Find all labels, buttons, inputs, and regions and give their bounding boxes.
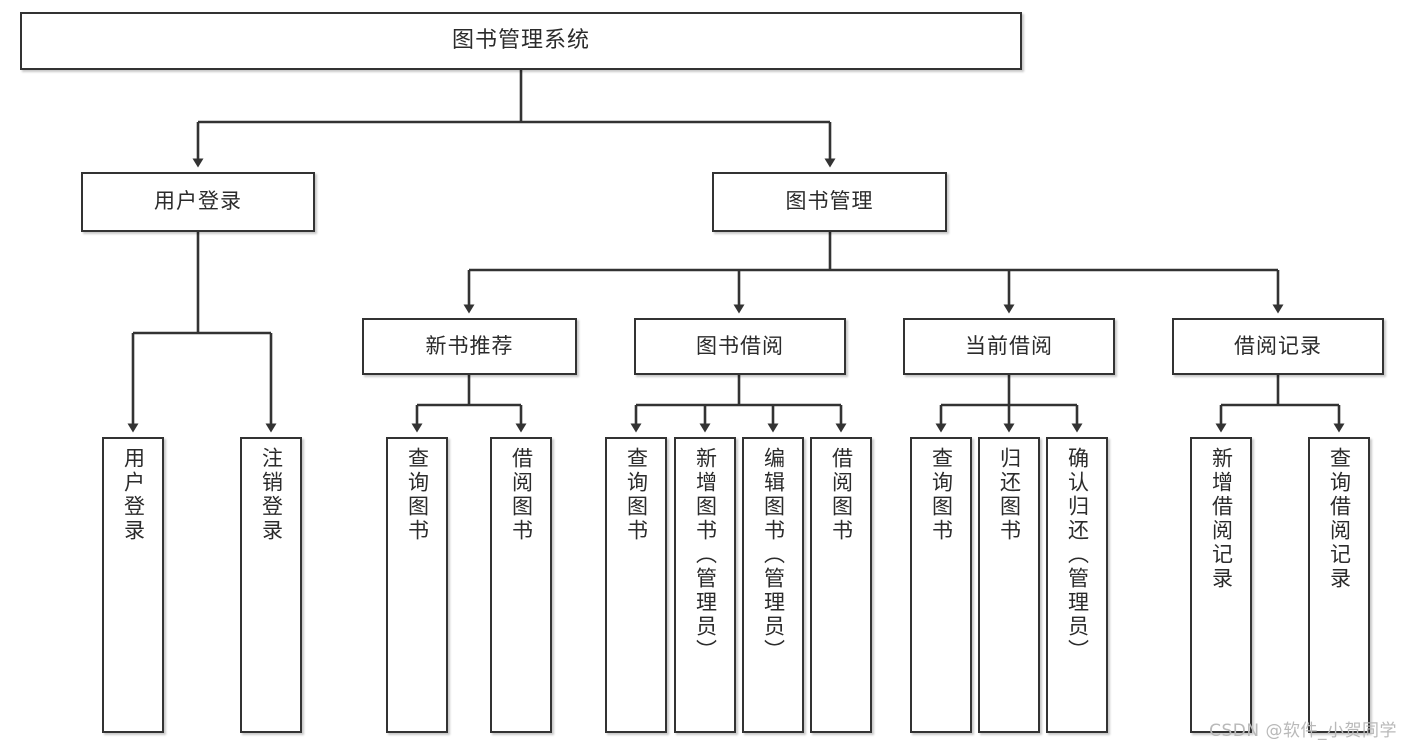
node-leaf-book-borrow-0[interactable]: 查询图书 — [605, 437, 667, 733]
node-leaf-book-borrow-1-label: 新增图书（管理员） — [693, 447, 718, 663]
node-leaf-borrow-record-1-label: 查询借阅记录 — [1327, 447, 1352, 591]
node-leaf-new-book-1[interactable]: 借阅图书 — [490, 437, 552, 733]
node-leaf-new-book-1-label: 借阅图书 — [509, 447, 534, 543]
node-leaf-book-borrow-3-label: 借阅图书 — [829, 447, 854, 543]
node-borrow-record-label: 借阅记录 — [1234, 333, 1322, 358]
node-leaf-borrow-record-1[interactable]: 查询借阅记录 — [1308, 437, 1370, 733]
node-current-borrow[interactable]: 当前借阅 — [903, 318, 1115, 375]
node-leaf-book-borrow-0-label: 查询图书 — [624, 447, 649, 543]
node-leaf-new-book-0[interactable]: 查询图书 — [386, 437, 448, 733]
node-leaf-current-borrow-1-label: 归还图书 — [997, 447, 1022, 543]
node-leaf-borrow-record-0[interactable]: 新增借阅记录 — [1190, 437, 1252, 733]
node-book-management[interactable]: 图书管理 — [712, 172, 947, 232]
node-current-borrow-label: 当前借阅 — [965, 333, 1053, 358]
node-user-login-label: 用户登录 — [154, 189, 242, 214]
node-leaf-book-borrow-3[interactable]: 借阅图书 — [810, 437, 872, 733]
node-leaf-borrow-record-0-label: 新增借阅记录 — [1209, 447, 1234, 591]
node-leaf-user-login-0[interactable]: 用户登录 — [102, 437, 164, 733]
node-leaf-current-borrow-1[interactable]: 归还图书 — [978, 437, 1040, 733]
node-new-book-recommend-label: 新书推荐 — [425, 333, 514, 358]
node-book-borrow[interactable]: 图书借阅 — [634, 318, 846, 375]
node-leaf-current-borrow-2[interactable]: 确认归还（管理员） — [1046, 437, 1108, 733]
node-leaf-current-borrow-2-label: 确认归还（管理员） — [1065, 447, 1090, 663]
node-new-book-recommend[interactable]: 新书推荐 — [362, 318, 577, 375]
node-root-system[interactable]: 图书管理系统 — [20, 12, 1022, 70]
node-leaf-user-login-1[interactable]: 注销登录 — [240, 437, 302, 733]
node-borrow-record[interactable]: 借阅记录 — [1172, 318, 1384, 375]
node-leaf-current-borrow-0[interactable]: 查询图书 — [910, 437, 972, 733]
node-leaf-book-borrow-1[interactable]: 新增图书（管理员） — [674, 437, 736, 733]
node-leaf-book-borrow-2-label: 编辑图书（管理员） — [761, 447, 786, 663]
node-leaf-user-login-0-label: 用户登录 — [121, 447, 146, 543]
node-book-management-label: 图书管理 — [785, 189, 874, 214]
node-leaf-book-borrow-2[interactable]: 编辑图书（管理员） — [742, 437, 804, 733]
node-root-system-label: 图书管理系统 — [451, 27, 590, 53]
node-leaf-current-borrow-0-label: 查询图书 — [929, 447, 954, 543]
node-user-login[interactable]: 用户登录 — [81, 172, 315, 232]
node-leaf-user-login-1-label: 注销登录 — [259, 447, 284, 543]
node-leaf-new-book-0-label: 查询图书 — [405, 447, 430, 543]
node-book-borrow-label: 图书借阅 — [696, 333, 784, 358]
csdn-watermark: CSDN @软件_小贺同学 — [1209, 721, 1397, 741]
